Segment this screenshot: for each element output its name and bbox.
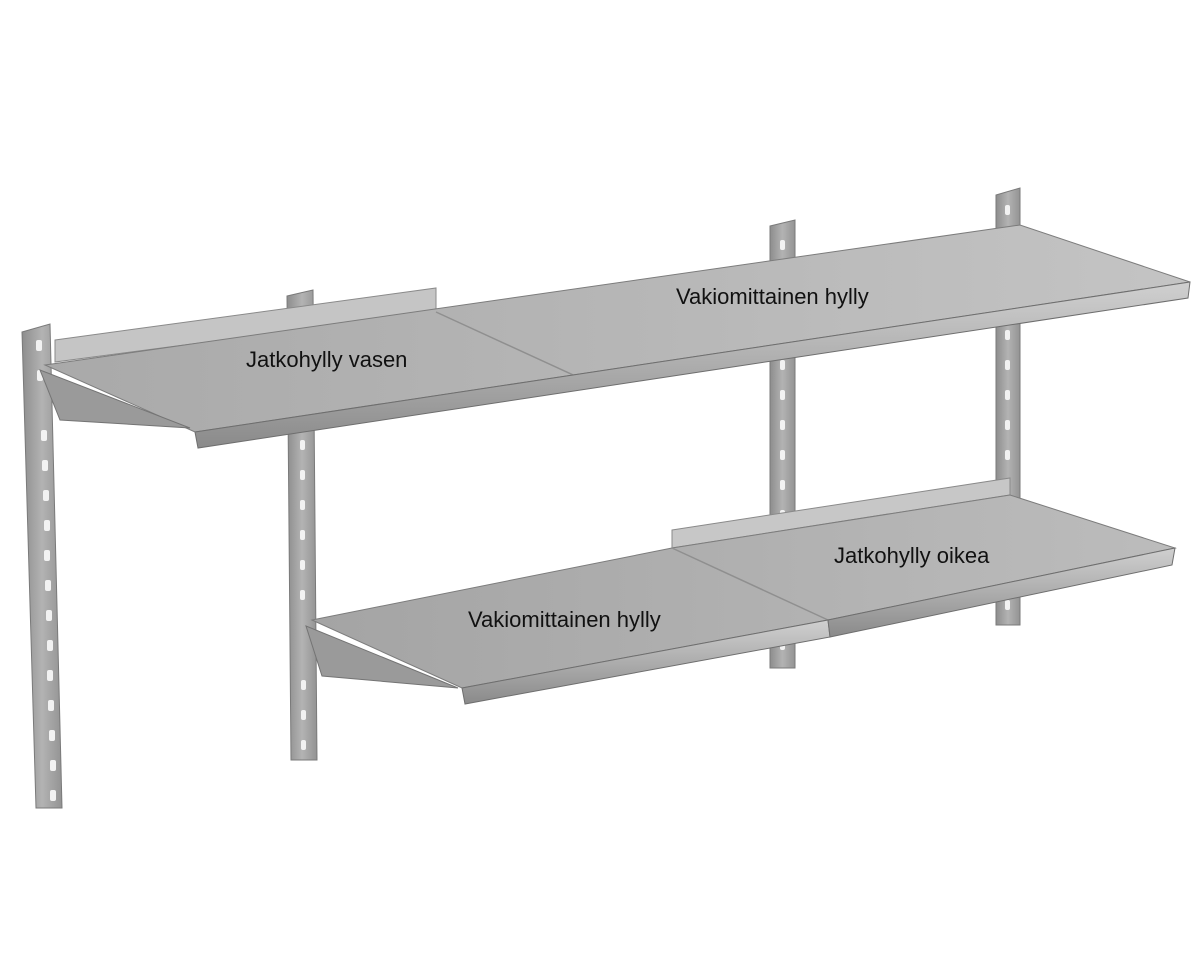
label-bottom-extension-right: Jatkohylly oikea bbox=[834, 543, 990, 568]
top-shelf bbox=[39, 224, 1191, 449]
upright-left bbox=[21, 323, 63, 809]
label-top-standard-shelf: Vakiomittainen hylly bbox=[676, 284, 869, 309]
bottom-shelf bbox=[305, 494, 1177, 705]
label-top-extension-left: Jatkohylly vasen bbox=[246, 347, 408, 372]
label-bottom-standard-shelf: Vakiomittainen hylly bbox=[468, 607, 661, 632]
